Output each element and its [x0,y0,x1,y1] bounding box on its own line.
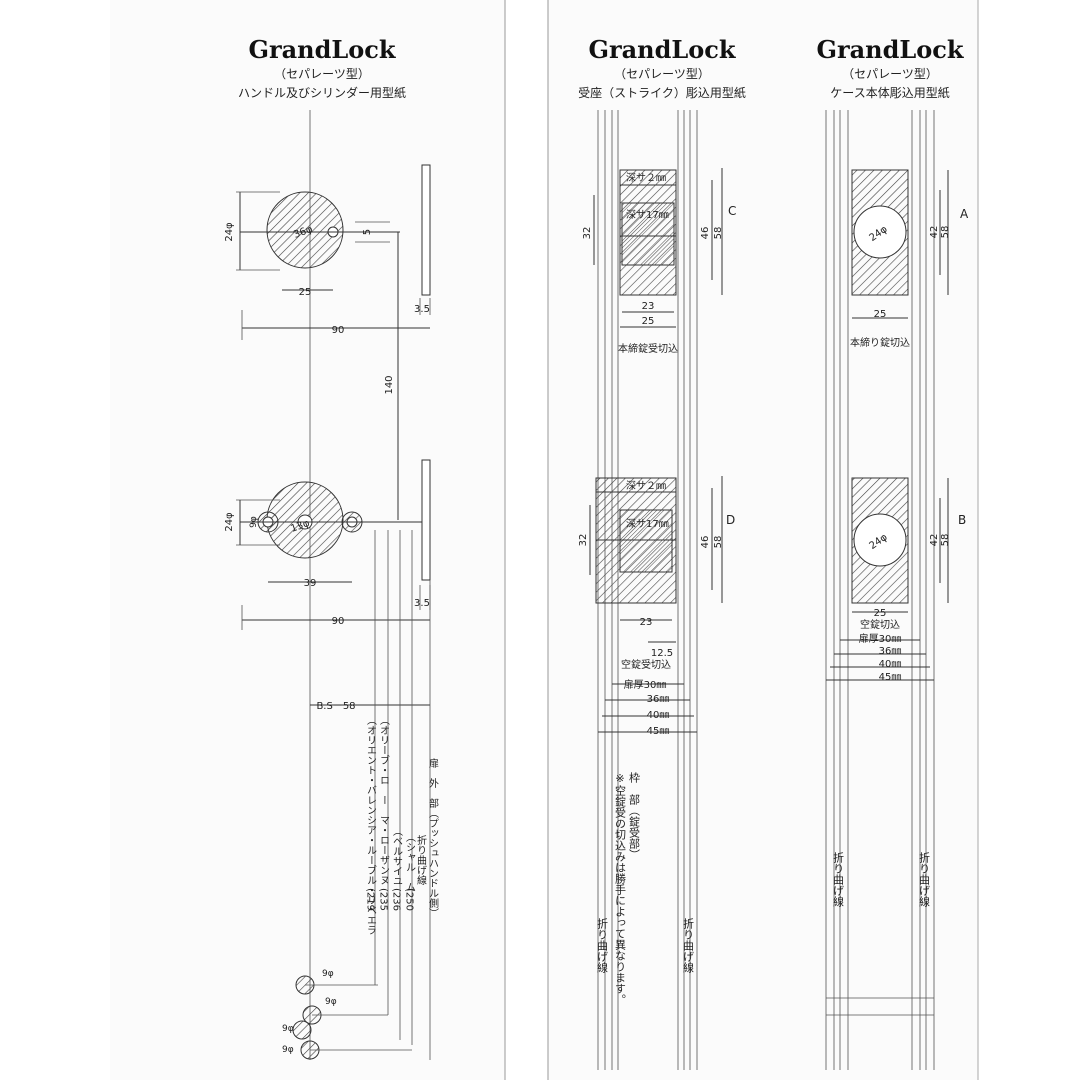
dim-39: 39 [304,578,317,589]
sheet2: GrandLock （セパレーツ型） 受座（ストライク）彫込用型紙 深サ２㎜ 深… [578,35,746,1070]
dim-24-top: 24φ [224,222,235,242]
dim-42-a: 42 [929,226,940,239]
sheet2-title: 受座（ストライク）彫込用型紙 [578,85,746,100]
dim-25-b: 25 [874,608,887,619]
hole-9-a: 9φ [322,969,334,979]
sheet1-type: （セパレーツ型） [274,67,370,81]
caption-c: 本締錠受切込 [618,342,678,355]
thick-36-s2: 36㎜ [647,694,670,705]
dim-58-b: 58 [940,534,951,547]
dim-32-c: 32 [582,227,593,240]
sheet3-type: （セパレーツ型） [842,67,938,81]
sheet3-fold-right: 折り曲げ線 [918,851,931,907]
strike-note: ※空錠受の切込みは勝手によって異なります。 [614,772,627,1005]
sheet1-brand: GrandLock [248,35,396,64]
dim-58-d: 58 [713,536,724,549]
model-code-250: (250 [404,888,415,911]
sheet2-brand: GrandLock [588,35,736,64]
sheet2-fold-right: 折り曲げ線 [682,917,695,973]
depth-2-d: 深サ２㎜ [626,480,666,492]
dim-90-top: 90 [332,325,345,336]
sheet2-type: （セパレーツ型） [614,67,710,81]
sheet3-brand: GrandLock [816,35,964,64]
dim-140: 140 [384,375,395,394]
thick-36-s3: 36㎜ [879,646,902,657]
dim-9: 9φ [249,516,259,528]
door-thickness-2: 扉厚30㎜ 36㎜ 40㎜ 45㎜ [598,678,697,737]
frame-label: 枠 部（錠受部） [628,771,641,860]
dim-90-bot: 90 [332,616,345,627]
hole-9-c: 9φ [282,1024,294,1034]
dim-3.5-top: 3.5 [414,304,430,315]
caption-d: 空錠受切込 [621,658,671,671]
dim-25: 25 [299,287,312,298]
dim-23-c: 23 [642,301,655,312]
caption-a: 本締り錠切込 [850,336,910,349]
sheet3-fold-left: 折り曲げ線 [832,851,845,907]
dim-46-d: 46 [700,536,711,549]
dim-42-b: 42 [929,534,940,547]
door-outside: 扉 外 部（プッシュハンドル側） [427,757,439,918]
dim-25-c: 25 [642,316,655,327]
label-b: B [958,513,966,527]
models-4: （シャル ム [404,832,416,892]
sheet3: GrandLock （セパレーツ型） ケース本体彫込用型紙 24φ A 42 5… [816,35,969,1070]
label-c: C [728,204,736,218]
models-3: （ベルサイユ [391,826,403,886]
dim-46-c: 46 [700,227,711,240]
thick-40-s3: 40㎜ [879,659,902,670]
dim-58-a: 58 [940,226,951,239]
sheet1-fold-line: 折り曲げ線 [415,834,427,885]
dim-58-c: 58 [713,227,724,240]
hole-9-d: 9φ [282,1045,294,1055]
sheet1-title: ハンドル及びシリンダー用型紙 [238,85,406,100]
sheet3-title: ケース本体彫込用型紙 [830,85,949,100]
depth-17-d: 深サ17㎜ [626,518,669,530]
models-2: （オリーブ・ロ ー マ・ローザンヌ [378,715,390,885]
model-code-235: (235 [378,888,389,911]
hole-9-b: 9φ [325,997,337,1007]
dim-5: 5 [362,229,373,235]
label-d: D [726,513,735,527]
dim-23-d: 23 [640,617,653,628]
dim-bs: B.S－58 [316,701,355,712]
dim-12.5: 12.5 [651,648,673,659]
thick-45-s2: 45㎜ [647,726,670,737]
dim-32-d: 32 [578,534,589,547]
depth-2-c: 深サ２㎜ [626,172,666,184]
sheet1: GrandLock （セパレーツ型） ハンドル及びシリンダー用型紙 24φ 36… [224,35,439,1060]
thick-45-s3: 45㎜ [879,672,902,683]
caption-b: 空錠切込 [860,618,900,631]
dim-24-bot: 24φ [224,512,235,532]
thick-30-s3: 扉厚30㎜ [859,632,902,645]
thick-30-s2: 扉厚30㎜ [624,678,667,691]
model-code-219: (219 [365,888,376,911]
thick-40-s2: 40㎜ [647,710,670,721]
models-1: （オリエント・バレンシア・ルーブル・リベエラ [365,715,377,935]
sheet2-fold-left: 折り曲げ線 [596,917,609,973]
door-thickness-3: 扉厚30㎜ 36㎜ 40㎜ 45㎜ [826,632,934,683]
depth-17-c: 深サ17㎜ [626,209,669,221]
dim-25-a: 25 [874,309,887,320]
label-a: A [960,207,969,221]
model-code-236: (236 [391,888,402,911]
fixing-holes: 9φ 9φ 9φ 9φ [282,969,412,1060]
dim-3.5-bot: 3.5 [414,598,430,609]
handle-rose-top [266,191,344,269]
